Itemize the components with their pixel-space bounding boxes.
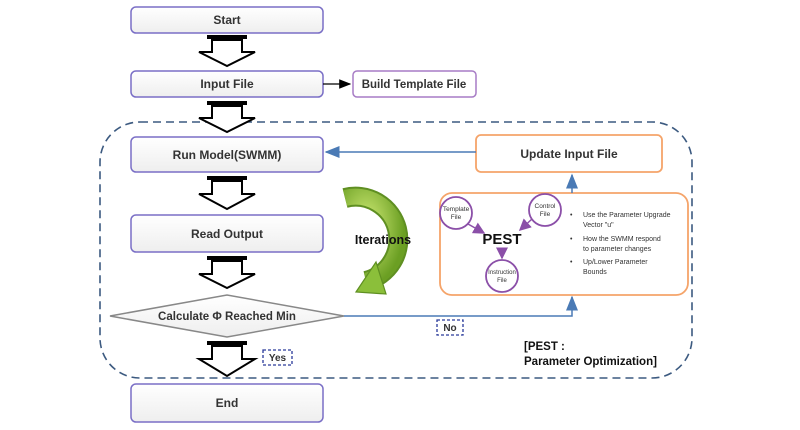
- end-node: End: [130, 383, 324, 423]
- template-file-circle: Template File: [439, 196, 473, 230]
- note-2-line-2: to parameter changes: [583, 246, 652, 253]
- note-1-line-1: Use the Parameter Upgrade: [583, 212, 671, 219]
- update-input-label: Update Input File: [520, 147, 618, 161]
- end-label: End: [216, 396, 239, 410]
- start-label: Start: [213, 13, 240, 27]
- note-2-bullet: •: [570, 236, 573, 243]
- down-arrow-2: [198, 101, 256, 134]
- no-path-line: [344, 295, 578, 317]
- build-template-label: Build Template File: [362, 79, 467, 91]
- read-output-node: Read Output: [130, 214, 324, 253]
- run-model-node: Run Model(SWMM): [130, 136, 324, 173]
- iterations-cycle-icon: Iterations: [342, 186, 411, 295]
- no-label-box: No: [436, 319, 464, 336]
- instruction-file-label-1: Instruction: [488, 270, 516, 276]
- instruction-file-circle: Instruction File: [485, 259, 519, 293]
- control-to-pest-arrow: [518, 218, 533, 232]
- control-file-label-1: Control: [535, 203, 557, 210]
- down-arrow-4: [198, 256, 256, 290]
- pest-caption-line-1: [PEST :: [524, 341, 565, 353]
- read-output-label: Read Output: [191, 227, 263, 241]
- down-arrow-5: [195, 341, 259, 378]
- run-model-label: Run Model(SWMM): [173, 148, 282, 162]
- iterations-label: Iterations: [355, 233, 411, 247]
- control-file-label-2: File: [540, 211, 551, 218]
- note-3-line-2: Bounds: [583, 269, 607, 276]
- template-file-label-1: Template: [443, 206, 470, 213]
- note-1-bullet: •: [570, 212, 573, 219]
- yes-label: Yes: [269, 353, 287, 364]
- no-label: No: [443, 323, 456, 334]
- calculate-decision: Calculate Φ Reached Min: [109, 294, 345, 338]
- pest-box: [439, 192, 689, 296]
- down-arrow-3: [198, 176, 256, 211]
- note-1-line-2: Vector "u": [583, 222, 614, 229]
- note-3-bullet: •: [570, 259, 573, 266]
- instruction-file-label-2: File: [497, 278, 507, 284]
- build-template-node: Build Template File: [352, 70, 477, 98]
- calculate-label: Calculate Φ Reached Min: [158, 311, 296, 323]
- update-input-node: Update Input File: [475, 134, 663, 173]
- input-file-node: Input File: [130, 70, 324, 98]
- pest-notes: • Use the Parameter Upgrade Vector "u" •…: [570, 212, 671, 276]
- iteration-region: [99, 121, 693, 379]
- down-arrow-1: [198, 35, 256, 68]
- pest-title: PEST: [482, 231, 521, 248]
- input-file-label: Input File: [200, 77, 254, 91]
- note-3-line-1: Up/Lower Parameter: [583, 259, 648, 266]
- note-2-line-1: How the SWMM respond: [583, 236, 661, 243]
- template-to-pest-arrow: [467, 222, 486, 234]
- yes-label-box: Yes: [262, 349, 293, 366]
- pest-caption-line-2: Parameter Optimization]: [524, 356, 657, 368]
- template-file-label-2: File: [451, 214, 462, 221]
- control-file-circle: Control File: [528, 193, 562, 227]
- start-node: Start: [130, 6, 324, 34]
